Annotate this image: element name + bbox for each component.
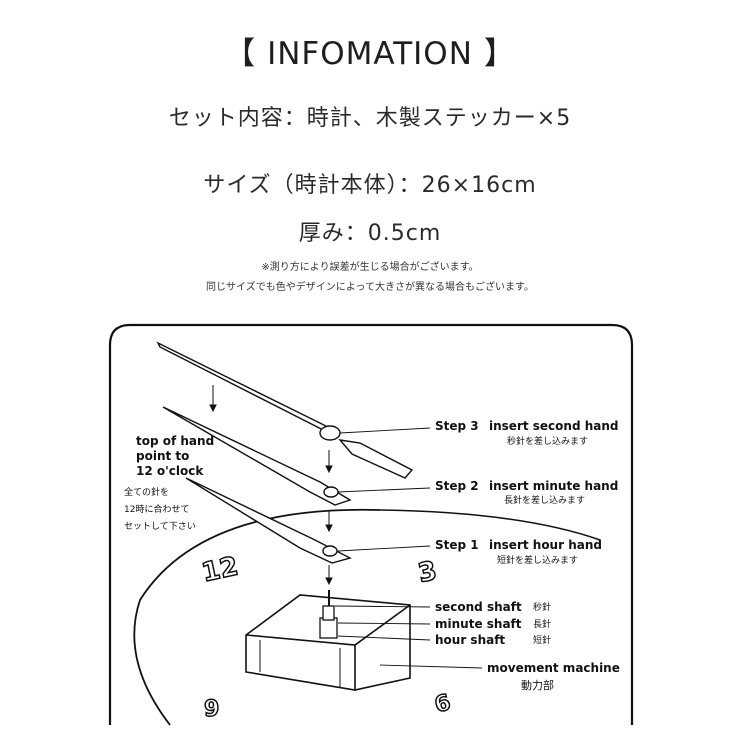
jp-note-1: 全ての針を xyxy=(124,486,169,498)
clock-face-outline-right xyxy=(379,509,601,541)
down-arrows xyxy=(209,385,333,586)
numeral-3: 3 xyxy=(416,556,440,589)
top-hand-label-2: point to xyxy=(136,449,189,463)
step1-number: Step 1 xyxy=(435,538,479,552)
size-info: サイズ（時計本体）：26×16cm xyxy=(203,173,537,198)
size-variation-note: 同じサイズでも色やデザインによって大きさが異なる場合もございます。 xyxy=(206,282,534,293)
jp-note-2: 12時に合わせて xyxy=(124,503,189,515)
step3-jp: 秒針を差し込みます xyxy=(507,435,588,447)
minute-hand xyxy=(162,406,352,506)
step3-text: insert second hand xyxy=(489,419,619,433)
movement-label: movement machine xyxy=(487,661,620,675)
hour-shaft-jp: 短針 xyxy=(533,634,551,646)
numeral-6: 6 xyxy=(432,690,453,718)
movement-jp: 動力部 xyxy=(521,678,554,692)
minute-shaft-label: minute shaft xyxy=(435,617,522,631)
step1-jp: 短針を差し込みます xyxy=(497,554,578,566)
page-title: 【 INFOMATION 】 xyxy=(224,36,516,72)
measurement-note: ※測り方により誤差が生じる場合がございます。 xyxy=(261,262,479,273)
movement-machine xyxy=(245,590,411,691)
numeral-12: 12 xyxy=(199,552,241,589)
numeral-9: 9 xyxy=(204,697,219,722)
hour-shaft-label: hour shaft xyxy=(435,633,505,647)
minute-shaft-jp: 長針 xyxy=(533,618,551,630)
second-shaft-label: second shaft xyxy=(435,600,522,614)
hour-hand xyxy=(185,477,352,564)
thickness-info: 厚み：0.5cm xyxy=(298,221,442,246)
jp-note-3: セットして下さい xyxy=(124,521,196,532)
second-shaft-jp: 秒針 xyxy=(533,601,551,613)
step2-text: insert minute hand xyxy=(489,479,618,493)
step1-text: insert hour hand xyxy=(489,538,602,552)
step2-jp: 長針を差し込みます xyxy=(504,494,585,506)
set-contents: セット内容：時計、木製ステッカー×5 xyxy=(168,106,572,131)
top-hand-label-1: top of hand xyxy=(136,434,214,448)
top-hand-label-3: 12 o'clock xyxy=(136,464,204,478)
second-hand xyxy=(156,341,414,479)
diagram-frame xyxy=(108,323,634,725)
leader-lines xyxy=(334,427,483,669)
step3-number: Step 3 xyxy=(435,419,479,433)
clock-face-outline xyxy=(133,508,381,726)
step2-number: Step 2 xyxy=(435,479,479,493)
